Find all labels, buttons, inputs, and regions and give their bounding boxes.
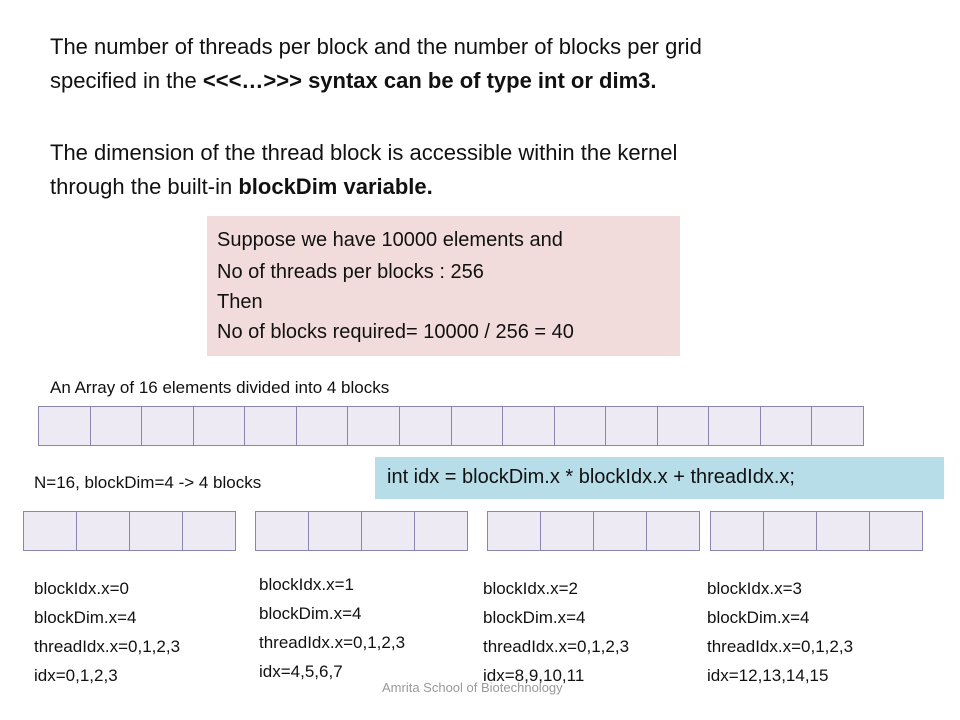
intro-line-2-plain: specified in the <box>50 68 203 93</box>
array-cell <box>503 407 555 445</box>
blockdim-line-1: The dimension of the thread block is acc… <box>50 140 678 165</box>
intro-line-2: specified in the <<<…>>> syntax can be o… <box>50 64 920 98</box>
block-0-thread: threadIdx.x=0,1,2,3 <box>34 637 181 656</box>
block-3-cells <box>710 511 923 551</box>
block-1-thread: threadIdx.x=0,1,2,3 <box>259 633 406 652</box>
block-1-cells <box>255 511 468 551</box>
block-2-global-idx: idx=8,9,10,11 <box>483 666 585 685</box>
array-16-cells <box>38 406 864 446</box>
footer-text: Amrita School of Biotechnology <box>382 680 563 695</box>
block-0-global-idx: idx=0,1,2,3 <box>34 666 118 685</box>
block-1-global-idx: idx=4,5,6,7 <box>259 662 343 681</box>
split-label: N=16, blockDim=4 -> 4 blocks <box>34 473 262 492</box>
blockdim-line-2-plain: through the built-in <box>50 174 239 199</box>
array-cell <box>760 407 813 445</box>
array-cell <box>657 407 710 445</box>
intro-paragraph: The number of threads per block and the … <box>50 30 920 98</box>
block-2-cells <box>487 511 700 551</box>
block-3-dim: blockDim.x=4 <box>707 608 810 627</box>
block-cell <box>415 512 467 550</box>
block-cell <box>256 512 309 550</box>
block-0-info: blockIdx.x=0 blockDim.x=4 threadIdx.x=0,… <box>34 574 180 690</box>
array-cell <box>142 407 194 445</box>
block-cell <box>24 512 77 550</box>
formula-text: int idx = blockDim.x * blockIdx.x + thre… <box>387 466 795 488</box>
block-3-global-idx: idx=12,13,14,15 <box>707 666 829 685</box>
array-cell <box>245 407 297 445</box>
block-cell <box>817 512 870 550</box>
example-box: Suppose we have 10000 elements and No of… <box>207 216 680 356</box>
array-cell <box>39 407 91 445</box>
block-1-info: blockIdx.x=1 blockDim.x=4 threadIdx.x=0,… <box>259 570 405 686</box>
block-3-idx: blockIdx.x=3 <box>707 579 802 598</box>
intro-line-2-bold: <<<…>>> syntax can be of type int or dim… <box>202 68 657 93</box>
block-2-info: blockIdx.x=2 blockDim.x=4 threadIdx.x=0,… <box>483 574 629 690</box>
intro-line-1: The number of threads per block and the … <box>50 34 702 59</box>
block-2-thread: threadIdx.x=0,1,2,3 <box>483 637 630 656</box>
array-cell <box>554 407 607 445</box>
formula-box: int idx = blockDim.x * blockIdx.x + thre… <box>375 457 944 499</box>
block-1-dim: blockDim.x=4 <box>259 604 362 623</box>
block-0-idx: blockIdx.x=0 <box>34 579 129 598</box>
block-1-idx: blockIdx.x=1 <box>259 575 354 594</box>
array-cell <box>296 407 349 445</box>
block-cell <box>183 512 235 550</box>
block-cell <box>77 512 130 550</box>
array-cell <box>709 407 761 445</box>
block-cell <box>488 512 541 550</box>
block-2-idx: blockIdx.x=2 <box>483 579 578 598</box>
block-0-cells <box>23 511 236 551</box>
example-line-4: No of blocks required= 10000 / 256 = 40 <box>217 321 574 343</box>
block-cell <box>870 512 922 550</box>
array-label: An Array of 16 elements divided into 4 b… <box>50 378 390 397</box>
array-cell <box>451 407 504 445</box>
array-cell <box>606 407 658 445</box>
block-cell <box>362 512 415 550</box>
block-3-thread: threadIdx.x=0,1,2,3 <box>707 637 854 656</box>
block-cell <box>711 512 764 550</box>
array-cell <box>399 407 452 445</box>
blockdim-paragraph: The dimension of the thread block is acc… <box>50 136 920 204</box>
block-0-dim: blockDim.x=4 <box>34 608 137 627</box>
block-cell <box>541 512 594 550</box>
array-cell <box>193 407 246 445</box>
block-cell <box>764 512 817 550</box>
array-cell <box>348 407 400 445</box>
blockdim-line-2: through the built-in blockDim variable. <box>50 170 920 204</box>
example-line-3: Then <box>217 291 263 313</box>
example-line-1: Suppose we have 10000 elements and <box>217 229 563 251</box>
block-3-info: blockIdx.x=3 blockDim.x=4 threadIdx.x=0,… <box>707 574 853 690</box>
block-2-dim: blockDim.x=4 <box>483 608 586 627</box>
example-line-2: No of threads per blocks : 256 <box>217 261 484 283</box>
block-cell <box>594 512 647 550</box>
blockdim-line-2-bold: blockDim variable. <box>238 174 433 199</box>
block-cell <box>647 512 699 550</box>
array-cell <box>90 407 143 445</box>
array-cell <box>812 407 863 445</box>
block-cell <box>309 512 362 550</box>
block-cell <box>130 512 183 550</box>
